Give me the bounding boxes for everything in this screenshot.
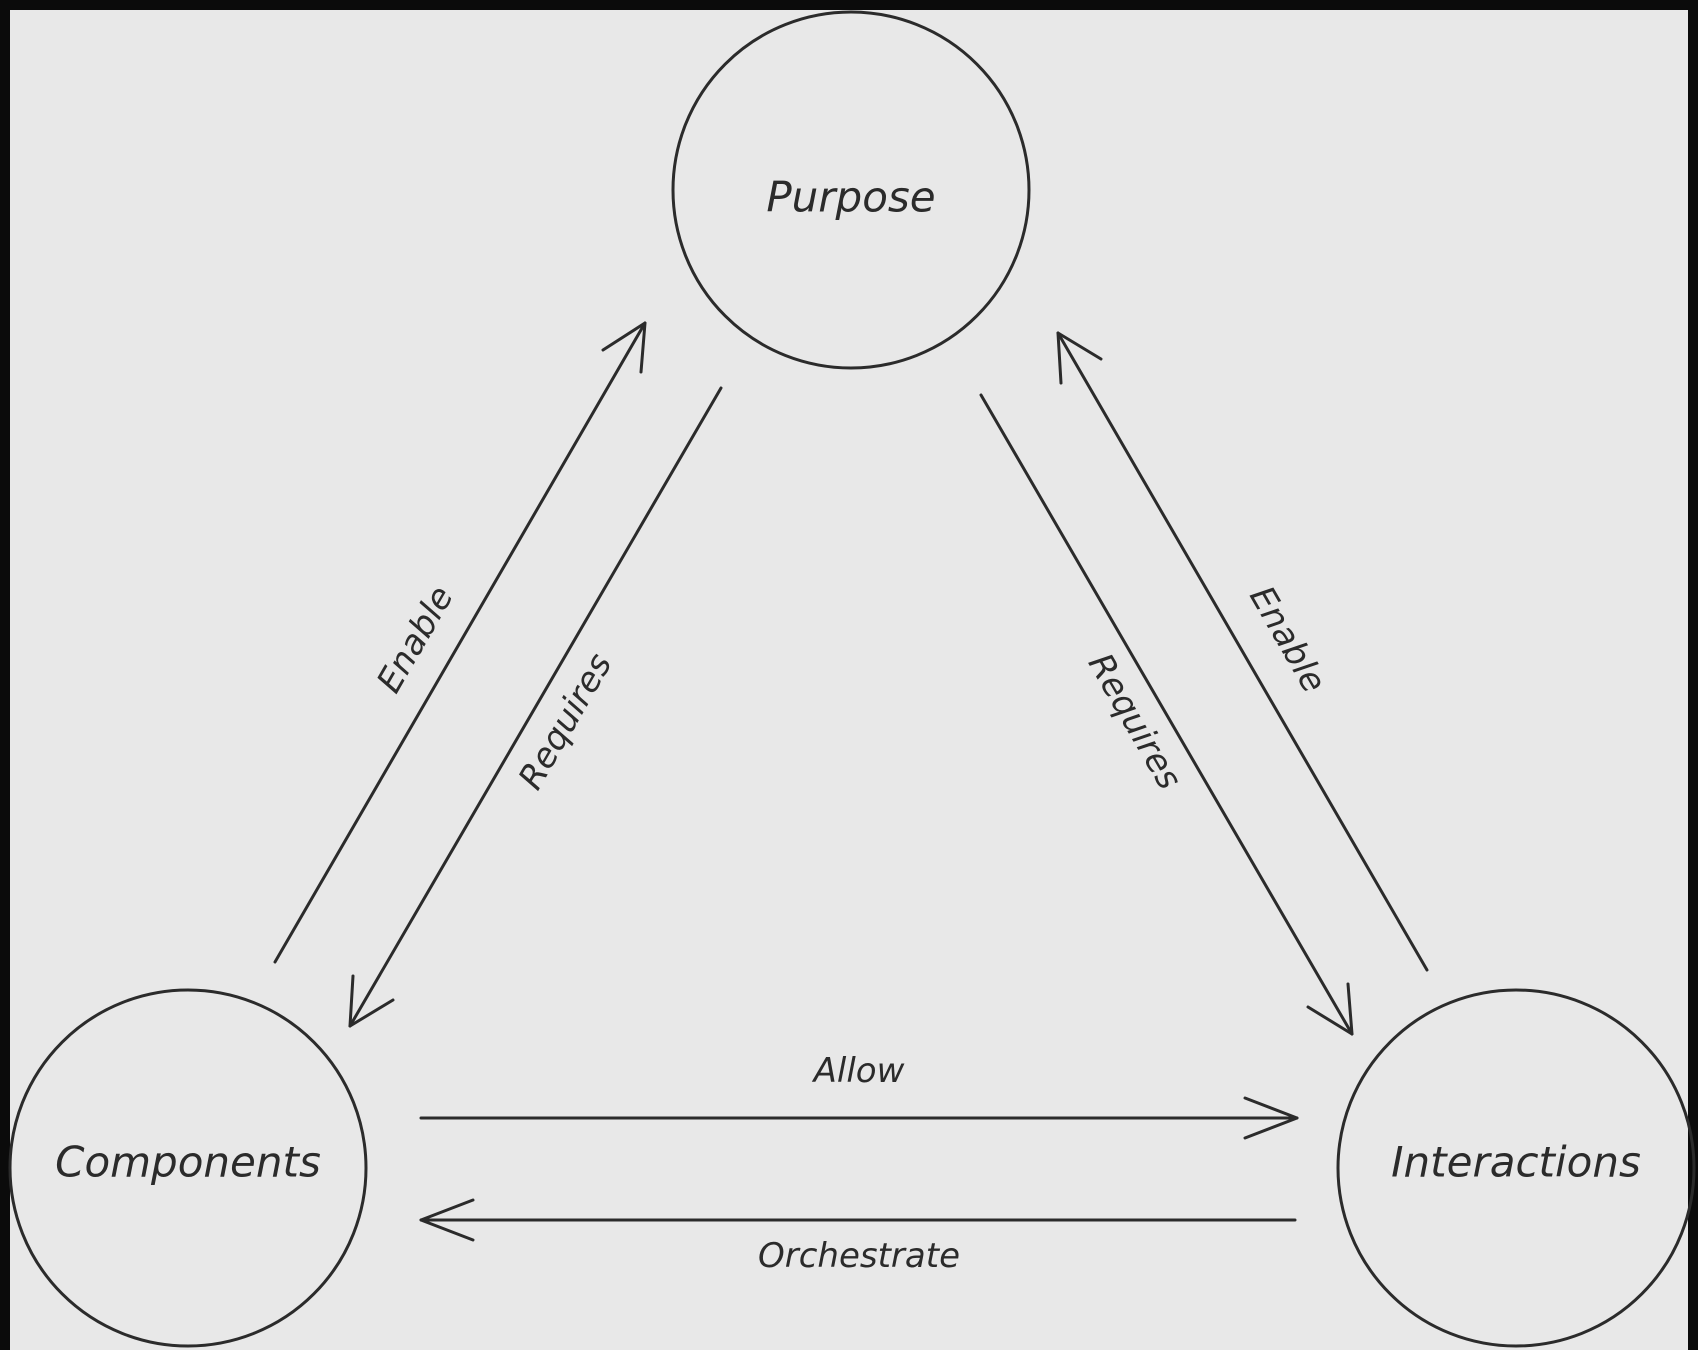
- edge-purpose-to-interactions: Requires: [979, 393, 1354, 1036]
- edge-line: [348, 386, 723, 1028]
- components-label: Components: [55, 1138, 321, 1187]
- arrowhead-icon: [348, 974, 395, 1028]
- edge-components-to-interactions: Allow: [419, 1051, 1299, 1140]
- edge-components-to-purpose: Enable: [273, 321, 647, 964]
- enable-right-label: Enable: [1241, 579, 1334, 699]
- purpose-circle: [671, 10, 1031, 370]
- edge-line: [1056, 331, 1429, 972]
- node-interactions: Interactions: [1336, 988, 1696, 1348]
- interactions-label: Interactions: [1391, 1138, 1641, 1187]
- requires-right-label: Requires: [1080, 647, 1190, 797]
- diagram-canvas: [10, 10, 1688, 1350]
- arrowhead-icon: [419, 1198, 475, 1242]
- edge-interactions-to-components: Orchestrate: [419, 1198, 1297, 1276]
- edge-line: [273, 321, 647, 964]
- interactions-circle: [1336, 988, 1696, 1348]
- allow-label: Allow: [812, 1051, 905, 1091]
- arrowhead-icon: [1306, 982, 1354, 1036]
- arrowhead-icon: [1056, 331, 1103, 385]
- orchestrate-label: Orchestrate: [758, 1236, 960, 1276]
- components-circle: [8, 988, 368, 1348]
- arrowhead-icon: [601, 321, 647, 374]
- enable-left-label: Enable: [369, 579, 462, 699]
- arrowhead-icon: [1243, 1096, 1299, 1140]
- edge-line: [979, 393, 1354, 1036]
- node-components: Components: [8, 988, 368, 1348]
- edge-purpose-to-components: Requires: [348, 386, 723, 1028]
- purpose-label: Purpose: [766, 173, 935, 222]
- node-purpose: Purpose: [671, 10, 1031, 370]
